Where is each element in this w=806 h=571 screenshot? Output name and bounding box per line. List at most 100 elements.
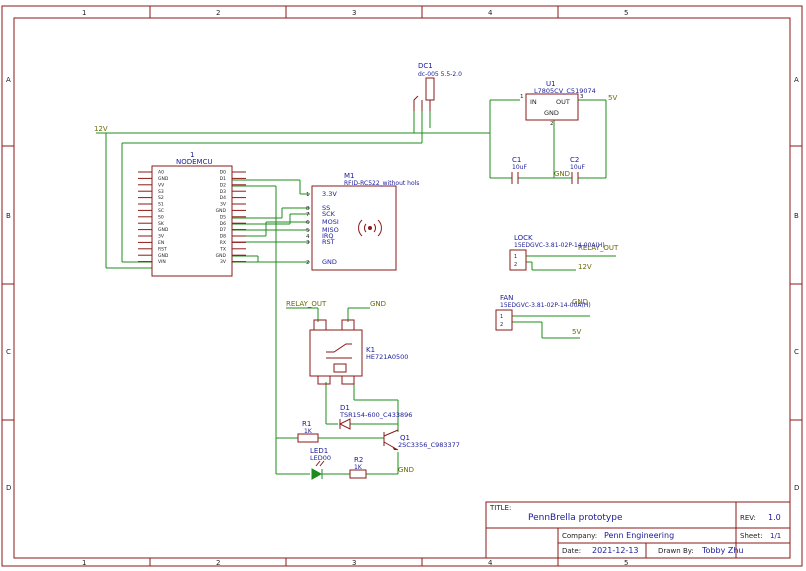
- net-label-5v-u1: 5V: [608, 94, 617, 102]
- u1-pin2: 2: [550, 121, 554, 127]
- nodemcu-left-pin-label: GND: [158, 227, 169, 233]
- col-label-5-bottom: 5: [624, 559, 628, 567]
- m1-ref: M1: [344, 172, 355, 180]
- frame-outer: [1, 5, 803, 567]
- rfid-antenna-icon: [358, 219, 382, 237]
- row-label-d: D: [6, 484, 11, 492]
- k1-pin-top-left: [313, 319, 327, 331]
- led1-value: LED00: [310, 454, 331, 462]
- nodemcu-body: [151, 165, 233, 277]
- row-label-c: C: [6, 348, 11, 356]
- col-label-4-bottom: 4: [488, 559, 493, 567]
- m1-pin-number: 6: [306, 220, 310, 226]
- k1-body: [309, 329, 363, 377]
- nodemcu-left-pin-label: S0: [158, 214, 164, 220]
- net-label-5v-fan: 5V: [572, 328, 581, 336]
- nodemcu-right-pin-label: D3: [220, 189, 226, 195]
- nodemcu-left-pin-label: 3V: [158, 234, 165, 240]
- fan-pin1: 1: [500, 314, 503, 320]
- col-label-2: 2: [216, 9, 220, 17]
- u1-pin-in: IN: [530, 98, 537, 106]
- m1-pin-label: SS: [322, 204, 330, 212]
- row-label-b: B: [6, 212, 11, 220]
- dc1-jack: DC1 dc-005 5.5-2.0: [413, 62, 462, 111]
- m1-pin-label: SCK: [322, 210, 336, 218]
- k1-value: HE721A0500: [366, 353, 408, 361]
- c1-ref: C1: [512, 156, 521, 164]
- nodemcu-ref: NODEMCU: [176, 158, 213, 166]
- company-value: Penn Engineering: [604, 531, 674, 540]
- r1-body: [297, 433, 319, 443]
- fan-pin2: 2: [500, 322, 503, 328]
- u1-body: [525, 93, 579, 121]
- nodemcu-left-pin-label: SC: [158, 208, 164, 214]
- q1-ref: Q1: [400, 434, 410, 442]
- led1-diode: LED1 LED00: [310, 447, 331, 480]
- nodemcu-left-pin-label: GND: [158, 253, 169, 259]
- row-label-c-right: C: [794, 348, 799, 356]
- r1-resistor: R1 1K: [297, 420, 319, 443]
- r2-value: 1K: [354, 464, 363, 471]
- nodemcu-right-pin-label: GND: [216, 253, 227, 259]
- m1-rfid-module: M1 RFID-RC522_without hols 3.3V1SS8SCK7M…: [306, 172, 419, 271]
- dc1-value: dc-005 5.5-2.0: [418, 71, 462, 78]
- m1-pin-label: IRQ: [322, 232, 334, 240]
- c1-value: 10uF: [512, 164, 527, 171]
- col-label-1-bottom: 1: [82, 559, 86, 567]
- nodemcu-left-pin-label: SK: [158, 221, 165, 227]
- dc1-ref: DC1: [418, 62, 433, 70]
- sheet-value: 1/1: [770, 532, 781, 540]
- dc1-pin-a: [413, 95, 419, 111]
- net-label-12v-lock: 12V: [578, 263, 592, 271]
- company-label: Company:: [562, 532, 597, 540]
- c1-capacitor: C1 10uF: [511, 156, 527, 184]
- nodemcu-index: 1: [190, 151, 194, 159]
- net-label-gnd-relay: GND: [370, 300, 386, 308]
- m1-pin-number: 2: [306, 260, 310, 266]
- c2-value: 10uF: [570, 164, 585, 171]
- row-label-a: A: [6, 76, 11, 84]
- nodemcu-left-pin-label: S3: [158, 189, 164, 195]
- lock-value: 15EDGVC-3.81-02P-14-00A(H): [514, 242, 605, 249]
- c2-ref: C2: [570, 156, 579, 164]
- r2-resistor: R2 1K: [349, 456, 367, 479]
- net-label-gnd-q1: GND: [398, 466, 414, 474]
- nodemcu-right-pin-label: D0: [220, 170, 226, 176]
- col-label-4: 4: [488, 9, 493, 17]
- lock-connector: 1 2 LOCK 15EDGVC-3.81-02P-14-00A(H): [509, 234, 605, 271]
- col-label-3-bottom: 3: [352, 559, 356, 567]
- u1-pin3: 3: [580, 94, 584, 100]
- lock-body: [509, 249, 527, 271]
- led1-emit-1: [315, 460, 321, 467]
- title-block: TITLE: PennBrella prototype REV: 1.0 Com…: [485, 501, 791, 559]
- title-value: PennBrella prototype: [528, 513, 623, 523]
- q1-arrow: [392, 446, 398, 450]
- lock-ref: LOCK: [514, 234, 533, 242]
- nodemcu-right-pin-label: D2: [220, 182, 226, 188]
- d1-value: TSR154-600_C433896: [339, 411, 412, 419]
- col-label-2-bottom: 2: [216, 559, 220, 567]
- nodemcu-right-pin-label: GND: [216, 208, 227, 214]
- u1-pin-out: OUT: [556, 98, 570, 106]
- u1-ref: U1: [546, 80, 556, 88]
- nodemcu-right-pin-label: D8: [220, 234, 226, 240]
- nodemcu-right-pin-label: TX: [219, 246, 226, 252]
- nodemcu-right-pin-label: D7: [220, 227, 226, 233]
- fan-value: 15EDGVC-3.81-02P-14-00A(H): [500, 302, 591, 309]
- fan-body: [495, 309, 513, 331]
- nodemcu-right-pin-label: D5: [220, 214, 226, 220]
- row-label-b-right: B: [794, 212, 799, 220]
- k1-ref: K1: [366, 346, 375, 354]
- c2-capacitor: C2 10uF: [570, 156, 585, 184]
- m1-pin-number: 3: [306, 240, 310, 246]
- title-block-frame: [485, 501, 791, 559]
- nodemcu-left-pin-label: RST: [158, 246, 167, 252]
- rev-value: 1.0: [768, 513, 781, 522]
- u1-pin1: 1: [520, 94, 524, 100]
- nodemcu-right-pin-label: 3V: [220, 202, 227, 208]
- frame-inner: [13, 17, 791, 559]
- m1-pin-number: 5: [306, 228, 310, 234]
- col-label-3: 3: [352, 9, 356, 17]
